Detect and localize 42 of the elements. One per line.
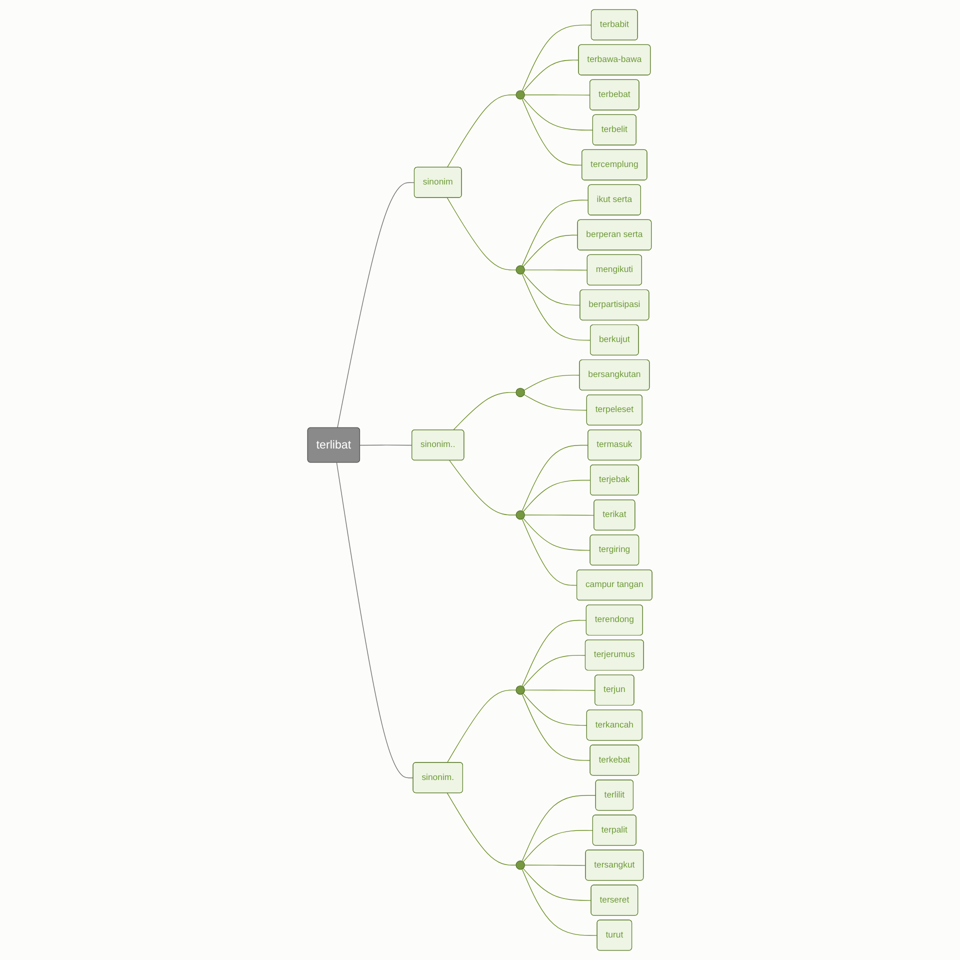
connector: [522, 868, 598, 936]
connector: [447, 94, 517, 168]
connector: [522, 444, 589, 512]
connector: [524, 864, 586, 866]
connector: [523, 693, 588, 726]
connector: [523, 98, 594, 130]
node-circle: [516, 90, 526, 100]
connector: [337, 182, 416, 428]
connector: [522, 620, 587, 686]
connector: [447, 690, 517, 764]
connector: [524, 514, 595, 516]
connector: [522, 200, 589, 266]
node-circle: [516, 265, 526, 275]
connector: [524, 690, 596, 691]
connector: [522, 795, 596, 862]
connector: [447, 792, 517, 866]
connector: [523, 480, 592, 512]
connector: [522, 274, 592, 341]
connector: [523, 234, 578, 267]
node-circle: [516, 860, 526, 870]
connector: [360, 444, 413, 446]
node-circle: [516, 510, 526, 520]
connector: [524, 270, 588, 271]
connector: [522, 98, 583, 166]
connector: [523, 654, 586, 688]
connector: [524, 374, 580, 391]
connector: [447, 198, 517, 270]
node-circle: [516, 388, 526, 398]
connector: [523, 868, 592, 901]
connector: [523, 60, 580, 92]
connector: [523, 518, 591, 551]
connector: [453, 392, 517, 430]
node-circle: [516, 685, 526, 695]
connector: [524, 94, 591, 96]
connector: [524, 394, 588, 411]
connector: [522, 518, 578, 586]
connector: [523, 830, 594, 862]
connector: [449, 460, 517, 516]
connector: [522, 694, 591, 761]
connector: [522, 24, 592, 92]
connector: [523, 272, 581, 306]
connector: [336, 462, 414, 778]
